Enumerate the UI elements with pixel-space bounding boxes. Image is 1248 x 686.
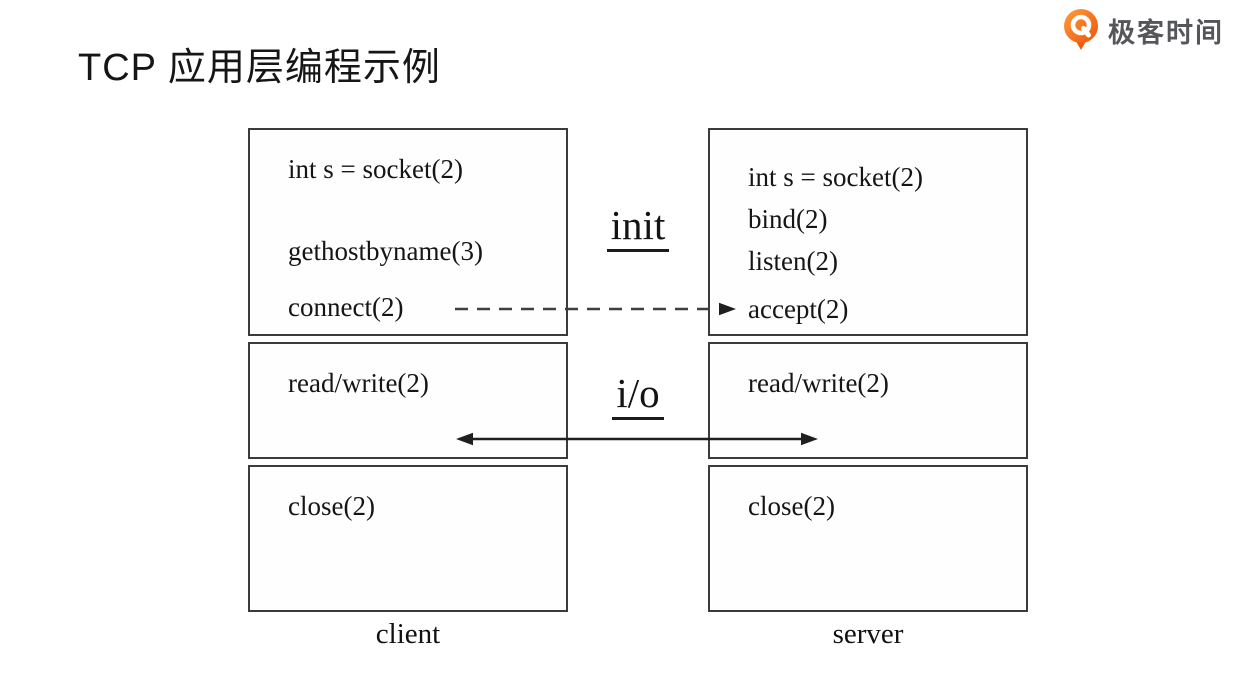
code-line: read/write(2) xyxy=(748,368,889,398)
geektime-pin-logo-icon xyxy=(1064,9,1098,50)
brand-logo: 极客时间 xyxy=(1061,8,1224,53)
page-title: TCP 应用层编程示例 xyxy=(78,47,441,89)
io-phase-label: i/o xyxy=(568,369,708,421)
code-line: gethostbyname(3) xyxy=(288,236,483,266)
code-line: accept(2) xyxy=(748,294,849,324)
client-close-section: close(2) xyxy=(248,465,568,612)
code-line: close(2) xyxy=(288,491,375,521)
client-caption: client xyxy=(375,618,441,650)
server-io-section: read/write(2) xyxy=(708,342,1028,459)
code-line: listen(2) xyxy=(748,246,838,276)
client-init-section: int s = socket(2) gethostbyname(3) conne… xyxy=(248,128,568,336)
code-line: int s = socket(2) xyxy=(288,154,463,184)
server-init-section: int s = socket(2) bind(2) listen(2) acce… xyxy=(708,128,1028,336)
brand-name: 极客时间 xyxy=(1108,18,1224,48)
server-caption: server xyxy=(832,618,904,650)
code-line: read/write(2) xyxy=(288,368,429,398)
init-phase-label: init xyxy=(568,201,708,253)
code-line: int s = socket(2) xyxy=(748,162,923,192)
server-close-section: close(2) xyxy=(708,465,1028,612)
code-line: bind(2) xyxy=(748,204,828,234)
client-io-section: read/write(2) xyxy=(248,342,568,459)
code-line: close(2) xyxy=(748,491,835,521)
code-line: connect(2) xyxy=(288,292,404,322)
